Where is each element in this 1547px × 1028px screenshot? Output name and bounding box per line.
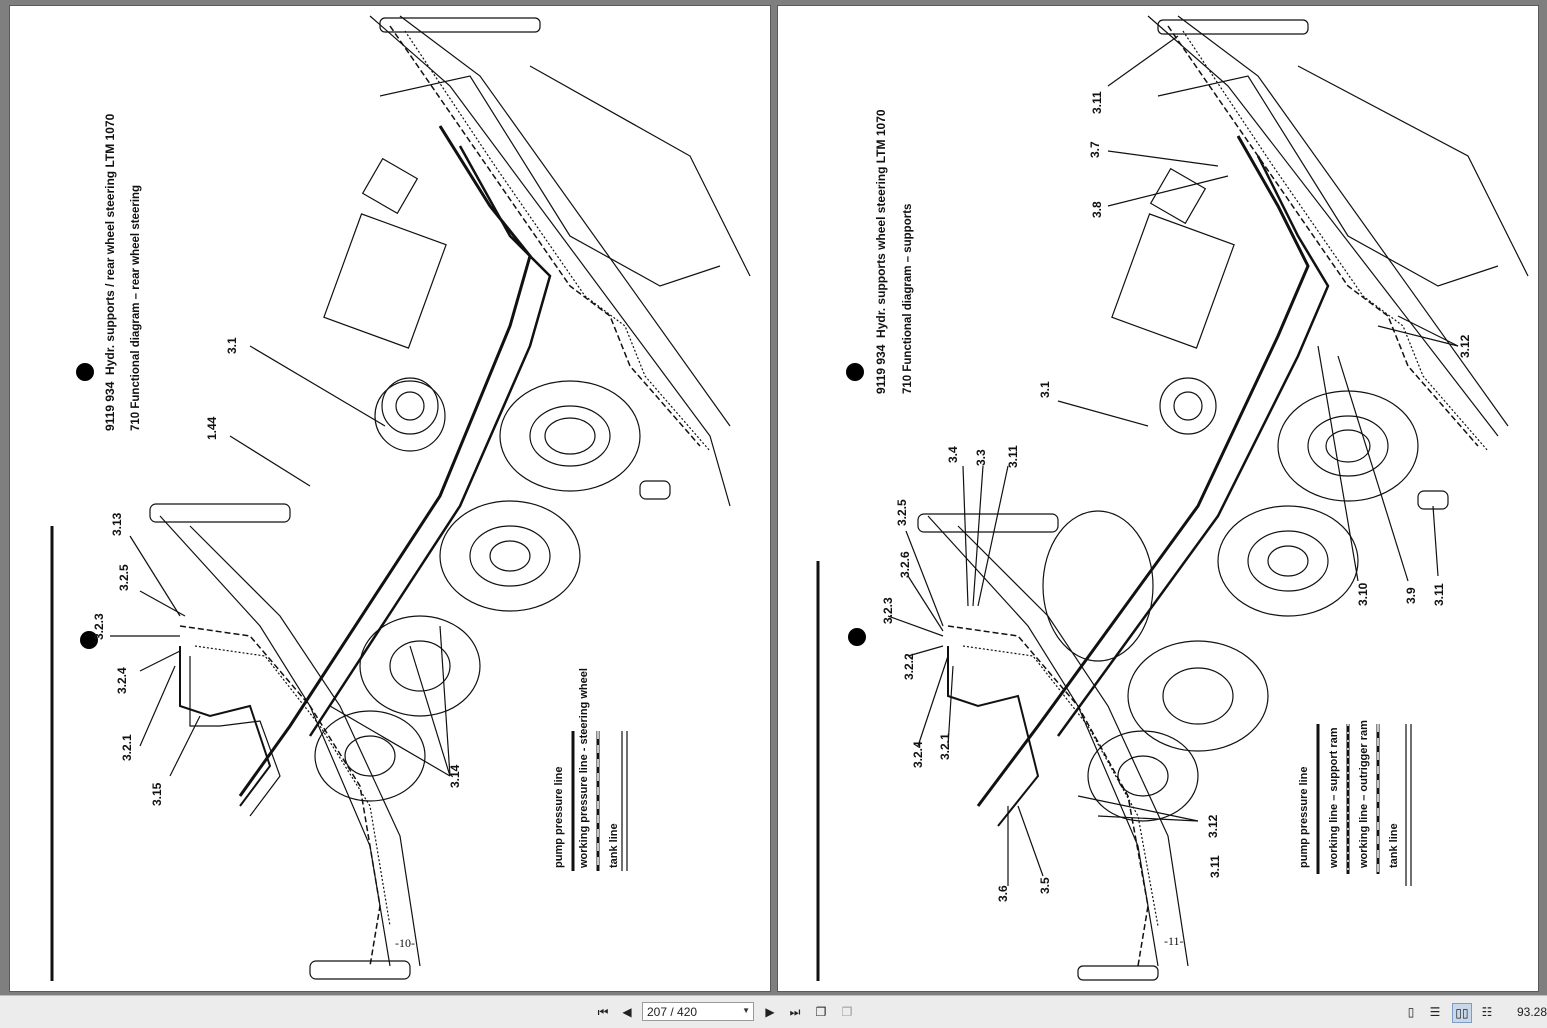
registration-dot	[76, 363, 94, 381]
callout-label: 3.11	[1006, 445, 1020, 468]
callout-label: 3.4	[946, 446, 960, 463]
document-viewport[interactable]: 9119 934 Hydr. supports / rear wheel ste…	[0, 0, 1547, 995]
callout-label: 3.1	[225, 337, 239, 354]
callout-label: 3.2.3	[92, 613, 106, 640]
doc-code: 9119 934	[103, 381, 117, 431]
viewer-toolbar: ⏮ ◀ 207 / 420 ▼ ▶ ⏭ ❐ ❐ ▯ ☰ ▯▯ ☷ 93.28	[0, 995, 1547, 1028]
callout-label: 3.2.2	[902, 653, 916, 680]
next-page-icon[interactable]: ▶	[765, 1005, 775, 1019]
callout-label: 3.15	[150, 782, 164, 806]
legend-item: working pressure line - steering wheel	[578, 668, 590, 868]
doc-title: 9119 934 Hydr. supports / rear wheel ste…	[103, 114, 117, 431]
single-page-view-icon[interactable]: ▯	[1407, 1005, 1415, 1019]
legend-item: tank line	[1388, 823, 1400, 868]
hydraulic-diagram-rear-wheel-steering	[50, 15, 751, 981]
callout-label: 3.6	[996, 885, 1010, 902]
callout-label: 3.2.5	[895, 499, 909, 526]
callout-label: 1.44	[205, 416, 219, 440]
callout-label: 3.2.4	[911, 741, 925, 768]
callout-label: 3.1	[1038, 381, 1052, 398]
page-number-field[interactable]: 207 / 420 ▼	[642, 1002, 754, 1021]
copy-icon[interactable]: ❐	[815, 1005, 827, 1019]
callout-label: 3.8	[1090, 201, 1104, 218]
callout-label: 3.2.5	[117, 564, 131, 591]
doc-subtitle: 710 Functional diagram – rear wheel stee…	[130, 184, 142, 431]
registration-dot	[848, 628, 866, 646]
callout-label: 3.11	[1432, 583, 1446, 606]
two-page-continuous-view-icon[interactable]: ☷	[1481, 1005, 1493, 1019]
callout-label: 3.7	[1088, 141, 1102, 158]
zoom-level[interactable]: 93.28	[1517, 1005, 1547, 1019]
page-10: 9119 934 Hydr. supports / rear wheel ste…	[9, 5, 771, 992]
hydraulic-diagram-supports	[816, 15, 1529, 981]
legend-item: pump pressure line	[1298, 766, 1310, 868]
legend-item: pump pressure line	[553, 766, 565, 868]
callout-label: 3.11	[1208, 855, 1222, 878]
title-text: Hydr. supports wheel steering LTM 1070	[874, 109, 888, 338]
continuous-view-icon[interactable]: ☰	[1429, 1005, 1441, 1019]
registration-dot	[846, 363, 864, 381]
callout-label: 3.2.1	[938, 733, 952, 760]
paste-icon[interactable]: ❐	[841, 1005, 853, 1019]
callout-label: 3.5	[1038, 877, 1052, 894]
two-page-view-icon[interactable]: ▯▯	[1452, 1003, 1472, 1023]
legend-item: tank line	[608, 823, 620, 868]
callout-label: 3.12	[1458, 334, 1472, 358]
last-page-icon[interactable]: ⏭	[789, 1004, 801, 1019]
doc-subtitle: 710 Functional diagram – supports	[902, 203, 914, 394]
callout-label: 3.9	[1404, 587, 1418, 604]
chevron-down-icon[interactable]: ▼	[742, 1006, 750, 1015]
legend-item: working line – support ram	[1328, 727, 1340, 868]
callout-label: 3.11	[1090, 91, 1104, 114]
callout-label: 3.13	[110, 512, 124, 536]
callout-label: 3.12	[1206, 814, 1220, 838]
doc-title: 9119 934 Hydr. supports wheel steering L…	[874, 109, 888, 394]
callout-label: 3.10	[1356, 582, 1370, 606]
title-text: Hydr. supports / rear wheel steering LTM…	[103, 113, 117, 375]
callout-label: 3.2.3	[881, 597, 895, 624]
page-number: -11-	[1164, 934, 1184, 948]
callout-label: 3.2.6	[898, 551, 912, 578]
doc-code: 9119 934	[874, 344, 888, 394]
registration-dot	[80, 631, 98, 649]
first-page-icon[interactable]: ⏮	[597, 1004, 609, 1019]
callout-label: 3.2.4	[115, 667, 129, 694]
legend-item: working line – outrigger ram	[1358, 720, 1370, 868]
page-number: -10-	[395, 936, 415, 950]
callout-label: 3.2.1	[120, 734, 134, 761]
page-field-value: 207 / 420	[647, 1005, 698, 1019]
callout-label: 3.3	[974, 449, 988, 466]
page-11: 9119 934 Hydr. supports wheel steering L…	[777, 5, 1539, 992]
callout-label: 3.14	[448, 764, 462, 788]
previous-page-icon[interactable]: ◀	[622, 1005, 632, 1019]
